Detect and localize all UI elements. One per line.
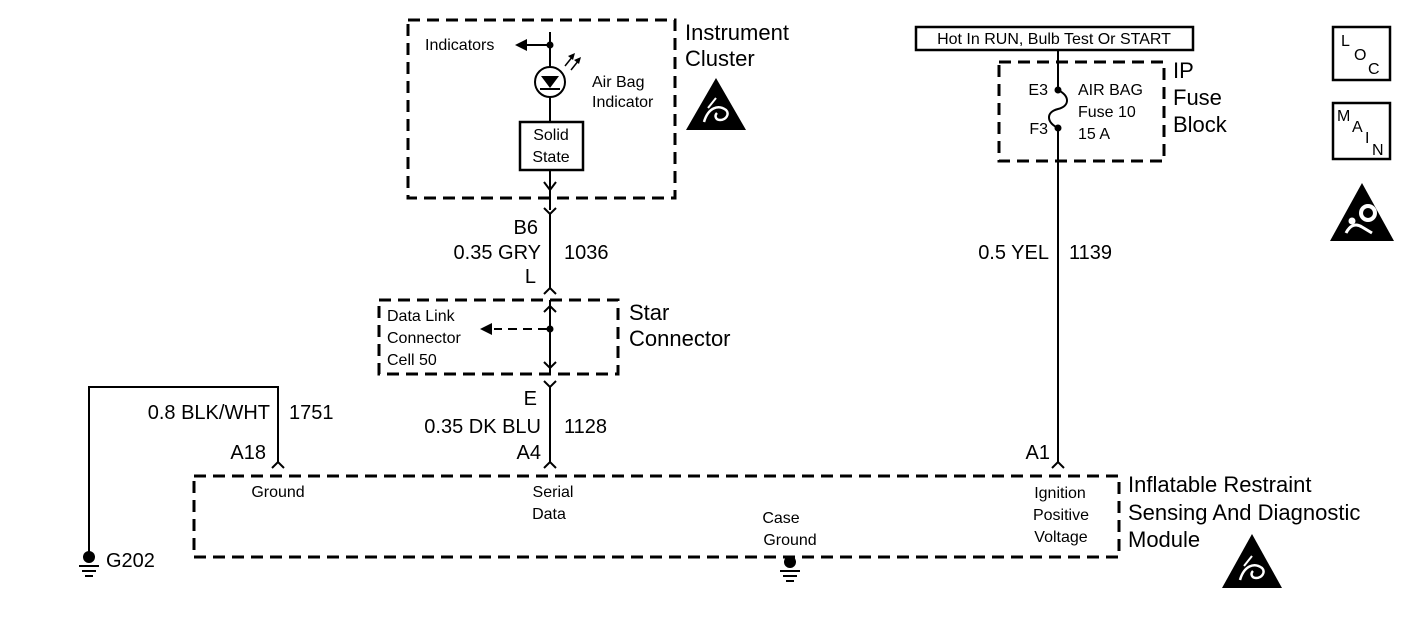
esd-warning-icon bbox=[1222, 534, 1282, 588]
wire-1751-circuit: 1751 bbox=[289, 402, 334, 424]
wire-1139-gauge-color: 0.5 YEL bbox=[978, 242, 1049, 264]
chevron-down-icon bbox=[543, 181, 557, 192]
arrow-left-icon bbox=[480, 323, 492, 335]
fuse-block-title-line3: Block bbox=[1173, 112, 1228, 137]
main-letter-n: N bbox=[1372, 142, 1384, 159]
solid-state-label-line1: Solid bbox=[533, 127, 569, 144]
fuse-label-line1: AIR BAG bbox=[1078, 82, 1143, 99]
instrument-cluster-outline bbox=[406, 18, 677, 200]
pin-a18-label: A18 bbox=[230, 442, 266, 464]
pin-a4-label: A4 bbox=[517, 442, 541, 464]
cavity-b6-label: B6 bbox=[514, 217, 538, 239]
sdm-case-ground-label-line1: Case bbox=[762, 510, 799, 527]
star-connector-title-line2: Connector bbox=[629, 326, 731, 351]
splice-dot bbox=[546, 41, 554, 49]
fuse-block-title-line1: IP bbox=[1173, 58, 1194, 83]
sdm-title-line3: Module bbox=[1128, 527, 1200, 552]
solid-state-box bbox=[518, 120, 585, 172]
sdm-case-ground-label-line2: Ground bbox=[763, 532, 816, 549]
airbag-indicator-label-line1: Air Bag bbox=[592, 74, 644, 91]
sdm-serial-label-line1: Serial bbox=[533, 484, 574, 501]
connector-male-icon bbox=[271, 460, 285, 469]
sdm-ignition-label-line1: Ignition bbox=[1034, 485, 1086, 502]
fuse-label-line3: 15 A bbox=[1078, 126, 1110, 143]
loc-letter-o: O bbox=[1354, 47, 1366, 64]
cavity-l-label: L bbox=[525, 266, 536, 288]
fuse-label-line2: Fuse 10 bbox=[1078, 104, 1136, 121]
wire-1751 bbox=[88, 386, 279, 557]
wire-1036-circuit: 1036 bbox=[564, 242, 609, 264]
chevron-down-icon bbox=[543, 361, 557, 370]
ground-g202-label: G202 bbox=[106, 550, 155, 572]
sdm-ground-label: Ground bbox=[251, 484, 304, 501]
solid-state-label-line2: State bbox=[532, 149, 569, 166]
wire-1128-gauge-color: 0.35 DK BLU bbox=[424, 416, 541, 438]
instrument-cluster-title-line1: Instrument bbox=[685, 20, 789, 45]
power-label-box bbox=[914, 25, 1195, 52]
wire-1128-circuit: 1128 bbox=[564, 416, 607, 438]
airbag-indicator-label-line2: Indicator bbox=[592, 94, 654, 111]
cavity-e-label: E bbox=[524, 388, 537, 410]
fuse-pin-e3-label: E3 bbox=[1028, 82, 1048, 99]
pin-a1-label: A1 bbox=[1026, 442, 1050, 464]
esd-warning-icon bbox=[686, 78, 746, 130]
connector-male-icon bbox=[543, 286, 557, 295]
case-ground-icon bbox=[780, 556, 800, 582]
loc-letter-l: L bbox=[1341, 33, 1350, 50]
main-button[interactable]: M A I N bbox=[1331, 101, 1392, 161]
wire-1139-circuit: 1139 bbox=[1069, 242, 1112, 264]
fuse-block-outline bbox=[997, 60, 1166, 163]
splice-dot bbox=[546, 325, 554, 333]
ground-icon bbox=[79, 551, 99, 577]
power-label: Hot In RUN, Bulb Test Or START bbox=[937, 31, 1171, 48]
chevron-up-icon bbox=[543, 304, 557, 313]
dlc-label-line1: Data Link bbox=[387, 308, 456, 325]
main-letter-m: M bbox=[1337, 108, 1350, 125]
star-connector-outline bbox=[377, 298, 620, 376]
sdm-ignition-label-line3: Voltage bbox=[1034, 529, 1087, 546]
instrument-cluster-title-line2: Cluster bbox=[685, 46, 755, 71]
wire-1036-gauge-color: 0.35 GRY bbox=[454, 242, 541, 264]
fuse-pin-f3-label: F3 bbox=[1029, 121, 1048, 138]
sdm-title-line1: Inflatable Restraint bbox=[1128, 472, 1311, 497]
sdm-outline bbox=[192, 474, 1121, 559]
connector-male-icon bbox=[543, 460, 557, 469]
main-letter-i: I bbox=[1365, 130, 1369, 147]
sdm-serial-label-line2: Data bbox=[532, 506, 566, 523]
dlc-label-line2: Connector bbox=[387, 330, 461, 347]
fuse-icon bbox=[1048, 89, 1068, 129]
led-icon bbox=[534, 53, 581, 98]
dlc-label-line3: Cell 50 bbox=[387, 352, 437, 369]
star-connector-title-line1: Star bbox=[629, 300, 669, 325]
main-letter-a: A bbox=[1352, 119, 1363, 136]
indicators-label: Indicators bbox=[425, 37, 494, 54]
connector-female-icon bbox=[543, 380, 557, 389]
loc-button[interactable]: L O C bbox=[1331, 25, 1392, 82]
wire-1751-gauge-color: 0.8 BLK/WHT bbox=[148, 402, 270, 424]
loc-letter-c: C bbox=[1368, 61, 1380, 78]
sdm-title-line2: Sensing And Diagnostic bbox=[1128, 500, 1360, 525]
sdm-ignition-label-line2: Positive bbox=[1033, 507, 1089, 524]
connector-male-icon bbox=[1051, 460, 1065, 469]
fuse-block-title-line2: Fuse bbox=[1173, 85, 1222, 110]
arrow-left-icon bbox=[515, 39, 527, 51]
airbag-warning-icon[interactable] bbox=[1330, 183, 1394, 241]
